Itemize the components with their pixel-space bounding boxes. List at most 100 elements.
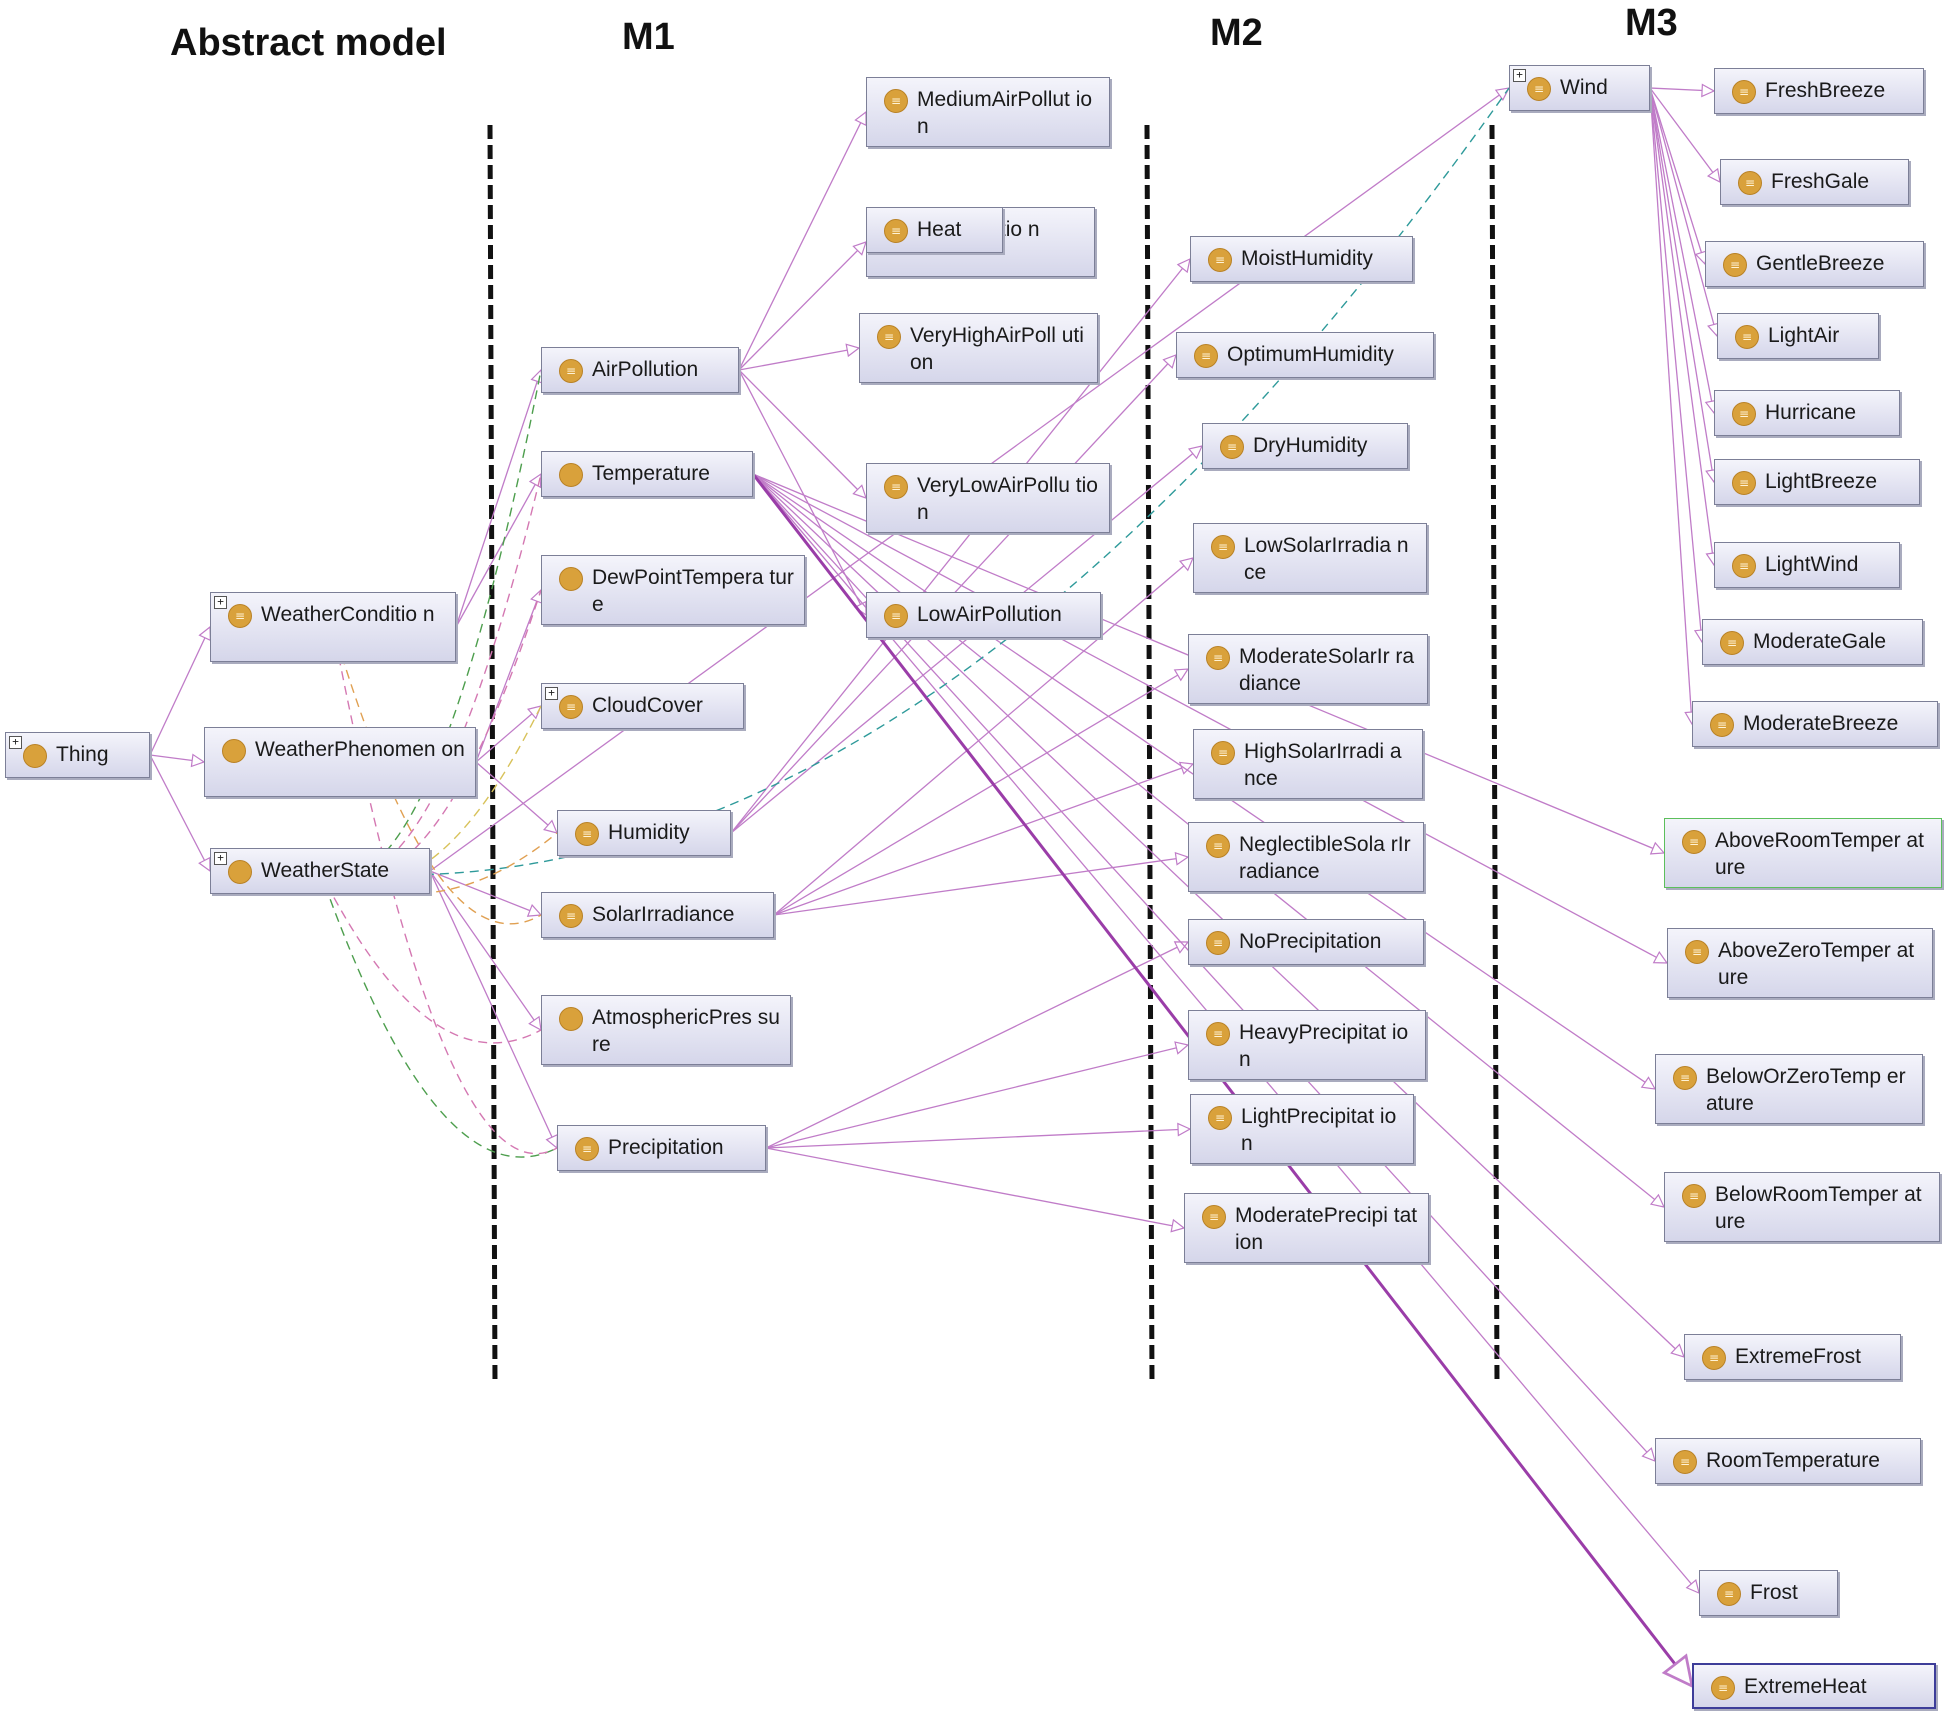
class-icon: ≡ [559, 904, 583, 928]
class-node-label: Heat [917, 218, 962, 241]
class-node-label: DewPointTempera ture [592, 566, 794, 616]
class-node-verylowair[interactable]: ≡VeryLowAirPollu tion [866, 463, 1110, 533]
expand-icon[interactable]: + [545, 687, 558, 700]
class-icon: ≡ [1720, 631, 1744, 655]
edge-weatherstate-to-atmospheric [319, 870, 542, 1044]
edge-humidity-to-dryhumidity [730, 446, 1202, 834]
class-node-label: ModerateBreeze [1743, 712, 1899, 735]
edge-temperature-to-roomtemp [752, 473, 1655, 1461]
class-node-label: GentleBreeze [1756, 252, 1885, 275]
class-icon: ≡ [1673, 1066, 1697, 1090]
class-node-label: DryHumidity [1253, 434, 1368, 457]
class-node-frost[interactable]: ≡Frost [1699, 1570, 1838, 1616]
class-node-temperature[interactable]: ≡Temperature [541, 451, 753, 497]
class-node-label: AtmosphericPres sure [592, 1006, 780, 1056]
class-node-humidity[interactable]: ≡Humidity [557, 810, 731, 856]
expand-icon[interactable]: + [9, 736, 22, 749]
class-node-moisthumidity[interactable]: ≡MoistHumidity [1190, 236, 1413, 282]
class-icon: ≡ [1738, 171, 1762, 195]
class-icon: ≡ [559, 695, 583, 719]
class-node-moderategale[interactable]: ≡ ModerateGale [1702, 619, 1923, 665]
class-node-dewpoint[interactable]: ≡DewPointTempera ture [541, 555, 805, 625]
class-node-atmospheric[interactable]: ≡ AtmosphericPres sure [541, 995, 791, 1065]
edge-weatherphenomenon-to-humidity [475, 761, 557, 833]
class-icon: ≡ [884, 219, 908, 243]
class-node-beloworzero[interactable]: ≡BelowOrZeroTemp erature [1655, 1054, 1923, 1124]
class-node-abovezero[interactable]: ≡AboveZeroTemper ature [1667, 928, 1933, 998]
class-node-label: AboveRoomTemper ature [1715, 829, 1924, 879]
class-node-label: LightWind [1765, 553, 1859, 576]
class-node-heavyprecip[interactable]: ≡HeavyPrecipitat ion [1188, 1010, 1426, 1080]
plain-class-icon: ≡ [559, 1007, 583, 1031]
class-node-airpollution[interactable]: ≡ AirPollution [541, 347, 739, 393]
class-node-lowair[interactable]: ≡LowAirPollution [866, 592, 1101, 638]
class-node-optimumhumidity[interactable]: ≡OptimumHumidity [1176, 332, 1434, 378]
class-node-label: BelowRoomTemper ature [1715, 1183, 1922, 1233]
class-node-weatherphenomenon[interactable]: ≡ WeatherPhenomen on [204, 727, 476, 797]
expand-icon[interactable]: + [1513, 69, 1526, 82]
class-icon: ≡ [1735, 325, 1759, 349]
class-node-freshgale[interactable]: ≡FreshGale [1720, 159, 1909, 205]
class-node-weatherstate[interactable]: +≡WeatherState [210, 848, 430, 894]
class-node-extremefrost[interactable]: ≡ExtremeFrost [1684, 1334, 1901, 1380]
class-node-noprecip[interactable]: ≡NoPrecipitation [1188, 919, 1424, 965]
class-node-dryhumidity[interactable]: ≡DryHumidity [1202, 423, 1408, 469]
class-node-moderatebreeze[interactable]: ≡ModerateBreeze [1692, 701, 1938, 747]
edge-weatherphenomenon-to-cloudcover [475, 706, 541, 763]
class-node-moderatesolar[interactable]: ≡ModerateSolarIr radiance [1188, 634, 1428, 704]
class-node-label: LowAirPollution [917, 603, 1062, 626]
class-node-cloudcover[interactable]: +≡CloudCover [541, 683, 744, 729]
edge-solarirradiance-to-lowsolar [773, 558, 1193, 916]
class-node-wind[interactable]: +≡Wind [1509, 65, 1650, 111]
column-separator-3 [1489, 124, 1500, 1386]
edge-weatherstate-to-atmospheric [429, 870, 541, 1030]
class-node-lowsolar[interactable]: ≡LowSolarIrradia nce [1193, 523, 1427, 593]
class-node-roomtemp[interactable]: ≡RoomTemperature [1655, 1438, 1921, 1484]
class-icon: ≡ [575, 1137, 599, 1161]
edge-solarirradiance-to-moderatesolar [773, 669, 1188, 916]
edge-weatherphenomenon-to-dewpoint [475, 590, 541, 763]
expand-icon[interactable]: + [214, 596, 227, 609]
class-node-gentlebreeze[interactable]: ≡GentleBreeze [1705, 241, 1924, 287]
column-separator-2 [1144, 124, 1155, 1386]
class-node-belowroom[interactable]: ≡BelowRoomTemper ature [1664, 1172, 1940, 1242]
class-icon: ≡ [559, 359, 583, 383]
class-node-lightprecip[interactable]: ≡LightPrecipitat ion [1190, 1094, 1414, 1164]
edge-wind-to-gentlebreeze [1649, 87, 1705, 264]
class-node-lightbreeze[interactable]: ≡LightBreeze [1714, 459, 1920, 505]
edge-precipitation-to-heavyprecip [765, 1045, 1188, 1149]
class-node-negligiblesolar[interactable]: ≡NeglectibleSola rIrradiance [1188, 822, 1424, 892]
column-separator-1 [487, 124, 498, 1386]
edge-weatherstate-to-precipitation [319, 870, 558, 1158]
class-node-freshbreeze[interactable]: ≡FreshBreeze [1714, 68, 1924, 114]
edge-wind-to-lightbreeze [1649, 87, 1714, 482]
class-node-label: NoPrecipitation [1239, 930, 1382, 953]
class-node-heat[interactable]: ≡ Heat [866, 207, 1003, 253]
edge-weatherstate-to-solarirradiance [429, 870, 541, 915]
edge-solarirradiance-to-highsolar [773, 764, 1193, 916]
class-node-lightwind[interactable]: ≡LightWind [1714, 542, 1900, 588]
class-node-solarirradiance[interactable]: ≡SolarIrradiance [541, 892, 774, 938]
class-node-label: ModerateSolarIr radiance [1239, 645, 1415, 695]
edge-temperature-to-extremeheat [751, 473, 1692, 1686]
class-node-hurricane[interactable]: ≡Hurricane [1714, 390, 1900, 436]
class-node-highsolar[interactable]: ≡HighSolarIrradi ance [1193, 729, 1423, 799]
class-node-aboveroom[interactable]: ≡ AboveRoomTemper ature [1664, 818, 1942, 888]
class-node-precipitation[interactable]: ≡Precipitation [557, 1125, 766, 1171]
class-icon: ≡ [1682, 830, 1706, 854]
class-node-label: WeatherPhenomen on [255, 738, 465, 761]
class-node-veryhighair[interactable]: ≡VeryHighAirPoll ution [859, 313, 1098, 383]
class-icon: ≡ [877, 325, 901, 349]
class-icon: ≡ [1208, 248, 1232, 272]
class-node-moderateprecip[interactable]: ≡ModeratePrecipi tation [1184, 1193, 1429, 1263]
class-node-extremeheat[interactable]: ≡ExtremeHeat [1692, 1663, 1936, 1709]
class-node-thing[interactable]: +≡Thing [5, 732, 150, 778]
class-node-mediumair[interactable]: ≡MediumAirPollut ion [866, 77, 1110, 147]
class-node-weathercondition[interactable]: +≡WeatherConditio n [210, 592, 456, 662]
expand-icon[interactable]: + [214, 852, 227, 865]
class-node-label: ModerateGale [1753, 630, 1887, 653]
plain-class-icon: ≡ [222, 739, 246, 763]
class-node-label: AirPollution [592, 358, 699, 381]
class-node-lightair[interactable]: ≡LightAir [1717, 313, 1879, 359]
